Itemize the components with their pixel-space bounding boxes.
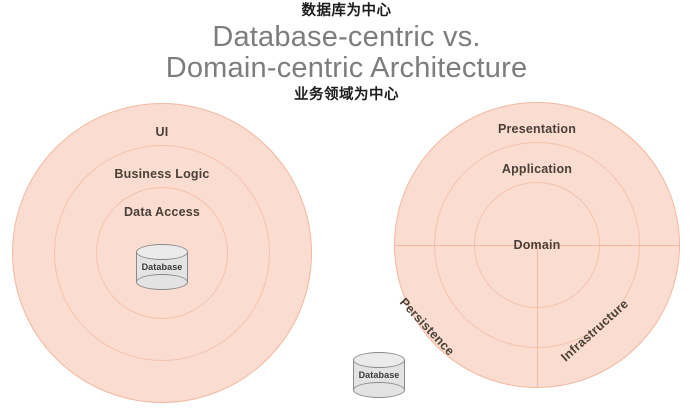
ring-label-presentation: Presentation (497, 122, 577, 136)
annotation-database-centric: 数据库为中心 (301, 3, 392, 19)
cylinder-bottom-ellipse (136, 274, 188, 290)
ring-label-data-access: Data Access (123, 205, 201, 219)
page-title-line-1: Database-centric vs. (212, 21, 481, 53)
standalone-database-cylinder: Database (353, 352, 405, 398)
cylinder-top-ellipse (353, 352, 405, 368)
cylinder-top-ellipse (136, 244, 188, 260)
ring-label-domain: Domain (513, 238, 561, 252)
cylinder-bottom-ellipse (353, 382, 405, 398)
cylinder-label: Database (141, 262, 183, 272)
page-title: Database-centric vs. Domain-centric Arch… (0, 22, 693, 84)
sector-divider-vertical (537, 245, 538, 388)
ring-label-application: Application (501, 162, 573, 176)
ring-label-business-logic: Business Logic (114, 167, 210, 181)
page-title-line-2: Domain-centric Architecture (165, 52, 528, 84)
cylinder-label: Database (358, 370, 400, 380)
core-database-cylinder: Database (136, 244, 188, 290)
ring-label-ui: UI (155, 125, 169, 139)
annotation-domain-centric: 业务领域为中心 (294, 87, 399, 103)
